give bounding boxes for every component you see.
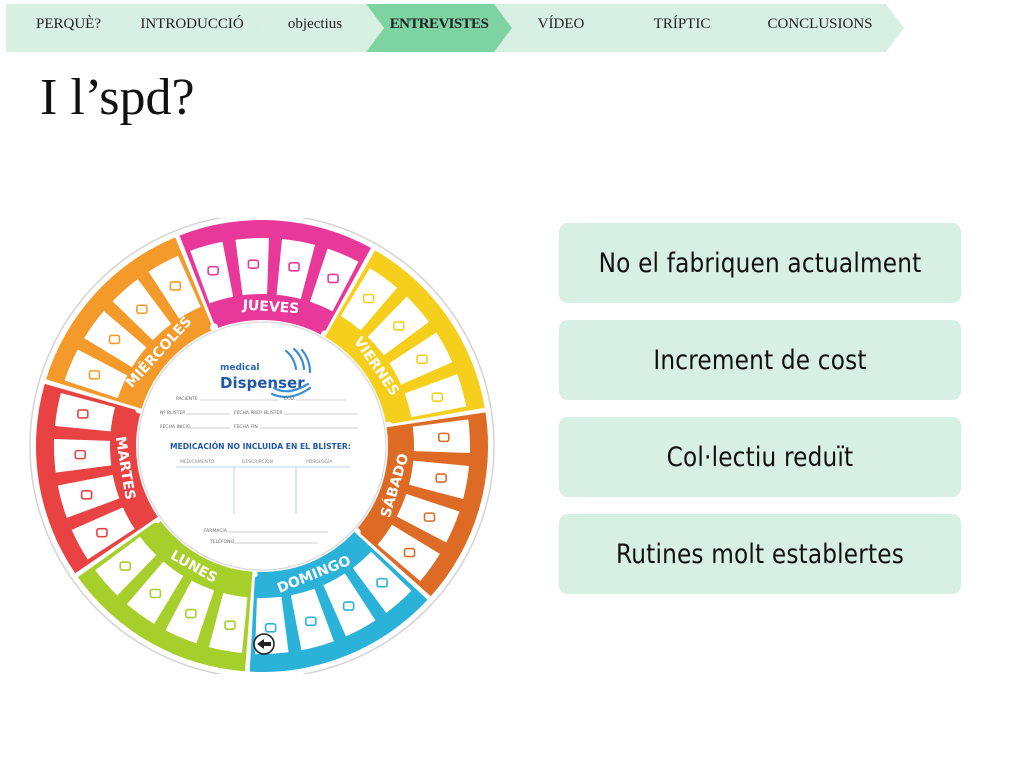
dose-icon xyxy=(362,293,375,304)
dose-icon xyxy=(149,588,162,599)
dose-icon xyxy=(327,273,339,284)
dose-icon xyxy=(224,620,236,630)
dose-pocket xyxy=(71,507,135,560)
dose-pocket xyxy=(408,460,470,500)
tab-perque[interactable]: PERQUÈ? xyxy=(6,4,138,52)
dose-pocket xyxy=(412,419,470,453)
dose-pocket xyxy=(95,536,157,596)
page-title: I l’spd? xyxy=(40,69,195,126)
dose-pocket xyxy=(323,573,376,637)
medication-wheel: JUEVESVIERNESSÁBADODOMINGOLUNESMARTESMIÉ… xyxy=(29,218,495,674)
dose-pocket xyxy=(112,279,172,341)
dose-icon xyxy=(431,392,444,402)
dose-icon xyxy=(88,370,101,380)
form-column-label: POSOLOGÍA xyxy=(306,458,333,465)
brand-main: Dispenser xyxy=(220,374,305,392)
dose-icon xyxy=(437,432,450,443)
form-field-label: Nº BLÍSTER xyxy=(160,409,185,416)
form-heading: MEDICACIÓN NO INCLUIDA EN EL BLÍSTER: xyxy=(170,442,351,451)
form-field-label: TELÉFONO xyxy=(209,537,234,545)
dose-icon xyxy=(169,281,182,291)
dose-icon xyxy=(264,622,277,633)
dose-icon xyxy=(435,473,447,483)
dose-pocket xyxy=(84,310,147,368)
form-field-label: FECHA FIN xyxy=(234,424,258,430)
dose-pocket xyxy=(290,588,334,651)
brand-top: medical xyxy=(220,363,260,373)
dose-pocket xyxy=(235,238,269,296)
tab-label: objectius xyxy=(287,15,343,32)
dose-icon xyxy=(416,354,428,365)
tab-entrevistes[interactable]: ENTREVISTES xyxy=(366,4,512,52)
form-field-label: FECHA PREP. BLÍSTER xyxy=(234,409,283,416)
form-field-label: PACIENTE xyxy=(176,396,198,402)
dose-icon xyxy=(305,616,317,627)
dose-pocket xyxy=(190,241,234,304)
form-field-label: FECHA INICIO xyxy=(160,424,191,430)
dose-icon xyxy=(392,321,405,331)
dose-icon xyxy=(403,547,416,558)
arrow-left-icon xyxy=(253,633,275,655)
dose-pocket xyxy=(396,493,460,543)
dose-icon xyxy=(74,449,87,460)
dose-pocket xyxy=(276,238,316,300)
dose-icon xyxy=(423,512,436,522)
tab-conclusions[interactable]: CONCLUSIONS xyxy=(736,4,904,52)
option-rutines-establertes[interactable]: Rutines molt establertes xyxy=(558,514,962,594)
form-field-label: COD. xyxy=(284,396,296,402)
dose-icon xyxy=(247,259,260,270)
dose-icon xyxy=(119,561,132,571)
dose-pocket xyxy=(404,374,467,418)
tab-label: TRÍPTIC xyxy=(653,15,711,32)
option-increment-de-cost[interactable]: Increment de cost xyxy=(558,320,962,400)
form-field-label: FARMACIA xyxy=(204,528,228,534)
day-label: JUEVES xyxy=(241,297,300,317)
dose-pocket xyxy=(148,255,201,319)
dose-icon xyxy=(185,608,197,619)
dose-pocket xyxy=(64,349,128,399)
tab-label: CONCLUSIONS xyxy=(767,15,873,32)
tab-triptic[interactable]: TRÍPTIC xyxy=(610,4,754,52)
dose-pocket xyxy=(367,296,429,356)
tab-label: PERQUÈ? xyxy=(36,15,101,32)
dose-icon xyxy=(376,577,388,588)
dose-icon xyxy=(108,334,121,345)
dose-icon xyxy=(80,490,93,500)
dose-pocket xyxy=(309,248,359,312)
top-navigation: PERQUÈ? INTRODUCCIÓ objectius ENTREVISTE… xyxy=(6,4,906,52)
dose-pocket xyxy=(208,592,248,654)
tab-objectius[interactable]: objectius xyxy=(246,4,384,52)
dose-pocket xyxy=(54,392,116,432)
dose-icon xyxy=(96,527,108,538)
dose-pocket xyxy=(389,332,453,385)
dose-icon xyxy=(288,262,300,272)
brand-logo-icon xyxy=(270,347,312,399)
dose-icon xyxy=(77,409,89,419)
dose-pocket xyxy=(54,439,112,473)
form-column-label: DESCRIPCIÓN xyxy=(242,458,273,465)
tab-label: ENTREVISTES xyxy=(389,15,489,32)
dose-pocket xyxy=(377,524,440,582)
separator-dot xyxy=(210,323,219,332)
tab-introduccio[interactable]: INTRODUCCIÓ xyxy=(120,4,264,52)
dose-pocket xyxy=(165,580,215,644)
tab-label: VÍDEO xyxy=(537,15,585,32)
dose-pocket xyxy=(352,551,412,613)
dose-pocket xyxy=(340,268,398,331)
dose-icon xyxy=(342,601,355,611)
dose-icon xyxy=(207,265,219,276)
option-collectiu-reduit[interactable]: Col·lectiu reduït xyxy=(558,417,962,497)
option-no-el-fabriquen[interactable]: No el fabriquen actualment xyxy=(558,223,962,303)
dose-pocket xyxy=(126,561,184,624)
form-column-label: MEDICAMENTO xyxy=(180,459,215,465)
tab-label: INTRODUCCIÓ xyxy=(140,15,244,32)
tab-video[interactable]: VÍDEO xyxy=(494,4,628,52)
dose-icon xyxy=(136,304,148,315)
dose-pocket xyxy=(57,474,120,518)
